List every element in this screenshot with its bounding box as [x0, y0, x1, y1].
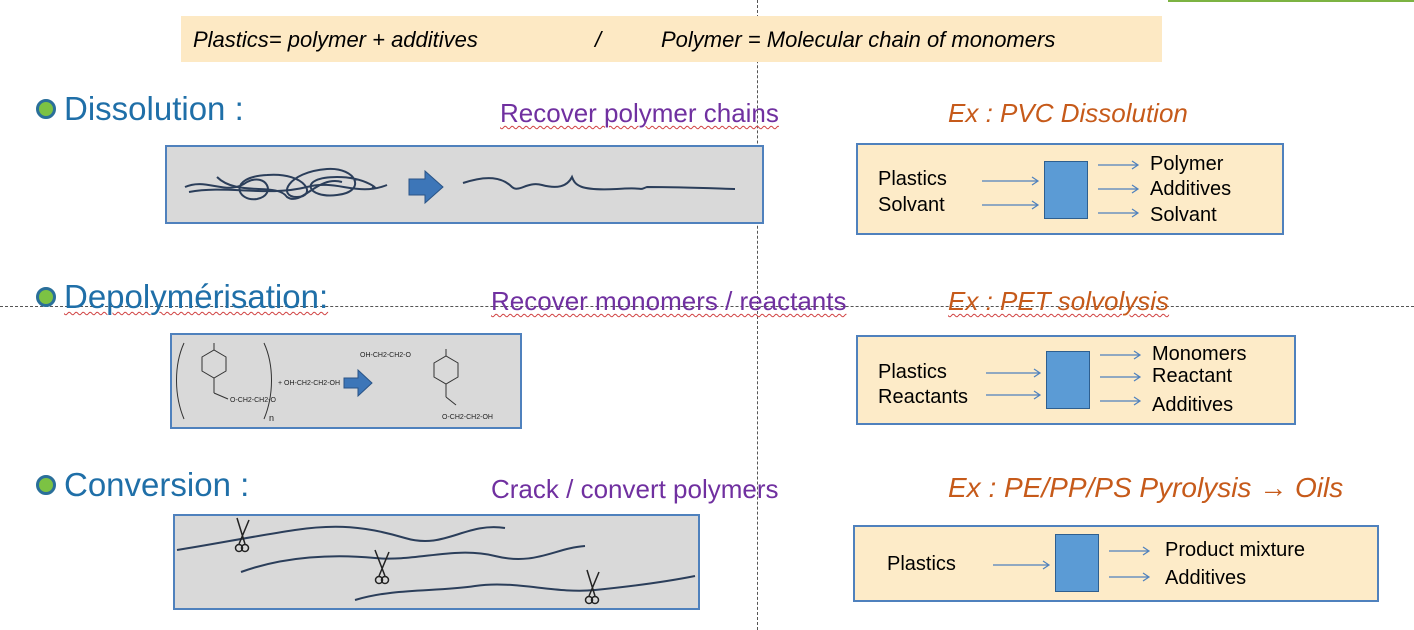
right-arrow-icon: →	[1259, 472, 1288, 503]
goal-conversion: Crack / convert polymers	[491, 474, 779, 504]
output-product-mixture: Product mixture	[1165, 539, 1306, 561]
definition-banner: Plastics= polymer + additives / Polymer …	[181, 16, 1162, 62]
banner-separator: /	[595, 27, 602, 52]
scissors-icon	[234, 517, 250, 553]
scissors-icon	[584, 569, 600, 605]
output-additives: Additives	[1152, 394, 1234, 416]
top-chain-label: OH-CH2-CH2-O	[360, 352, 412, 359]
pet-reaction-diagram: O-CH2-CH2-O n + OH-CH2-CH2-OH OH-CH2-CH2…	[176, 342, 493, 423]
reactor-block	[1046, 351, 1090, 409]
left-chain-label: O-CH2-CH2-O	[230, 397, 276, 404]
output-reactant: Reactant	[1152, 365, 1233, 387]
repeat-subscript: n	[269, 413, 274, 423]
example-depolymerisation: Ex : PET solvolysis	[948, 286, 1170, 316]
scissors-icon	[374, 549, 390, 585]
example-conversion: Ex : PE/PP/PS Pyrolysis → Oils	[948, 472, 1344, 503]
goal-dissolution: Recover polymer chains	[500, 98, 779, 128]
vertical-guide-line	[757, 0, 758, 630]
bullet-conversion	[36, 475, 56, 495]
corner-accent-line	[1168, 0, 1414, 2]
input-plastics: Plastics	[887, 553, 956, 575]
output-polymer: Polymer	[1150, 153, 1224, 175]
heading-conversion: Conversion :	[64, 466, 250, 503]
polymer-cracking-diagram	[176, 517, 696, 605]
arrow-icon	[408, 169, 444, 205]
pet-solvolysis-illustration: O-CH2-CH2-O n + OH-CH2-CH2-OH OH-CH2-CH2…	[170, 333, 522, 429]
banner-plastics-definition: Plastics= polymer + additives	[193, 27, 478, 52]
reactor-block	[1044, 161, 1088, 219]
banner-polymer-definition: Polymer = Molecular chain of monomers	[661, 27, 1056, 52]
goal-depolymerisation: Recover monomers / reactants	[491, 286, 847, 316]
heading-depolymerisation: Depolymérisation:	[64, 278, 329, 315]
depolymerisation-process-box: Plastics Reactants Monomers Reactant Add…	[856, 335, 1296, 425]
conversion-illustration	[173, 514, 700, 610]
reactor-block	[1055, 534, 1099, 592]
input-solvant: Solvant	[878, 194, 945, 216]
conversion-flow-arrows	[993, 546, 1151, 582]
bullet-depolymerisation	[36, 287, 56, 307]
right-chain-label: O-CH2-CH2-OH	[442, 414, 493, 421]
dissolution-illustration	[165, 145, 764, 224]
input-reactants: Reactants	[878, 386, 969, 408]
conversion-process-box: Plastics Product mixture Additives	[853, 525, 1379, 602]
input-plastics: Plastics	[878, 361, 947, 383]
arrow-icon	[343, 368, 373, 398]
example-dissolution: Ex : PVC Dissolution	[948, 98, 1188, 128]
horizontal-guide-line	[0, 306, 1414, 307]
output-monomers: Monomers	[1152, 343, 1247, 365]
output-additives: Additives	[1165, 567, 1247, 589]
reagent-label: + OH-CH2-CH2-OH	[278, 380, 340, 387]
bullet-dissolution	[36, 99, 56, 119]
dissolution-flow-arrows	[982, 160, 1140, 218]
dissolution-process-box: Plastics Solvant Polymer Additives Solva…	[856, 143, 1284, 235]
input-plastics: Plastics	[878, 168, 947, 190]
heading-dissolution: Dissolution :	[64, 90, 244, 127]
depolymerisation-flow-arrows	[986, 350, 1142, 406]
output-additives: Additives	[1150, 178, 1232, 200]
output-solvant: Solvant	[1150, 204, 1217, 226]
polymer-tangle-to-chain-diagram	[184, 167, 736, 205]
